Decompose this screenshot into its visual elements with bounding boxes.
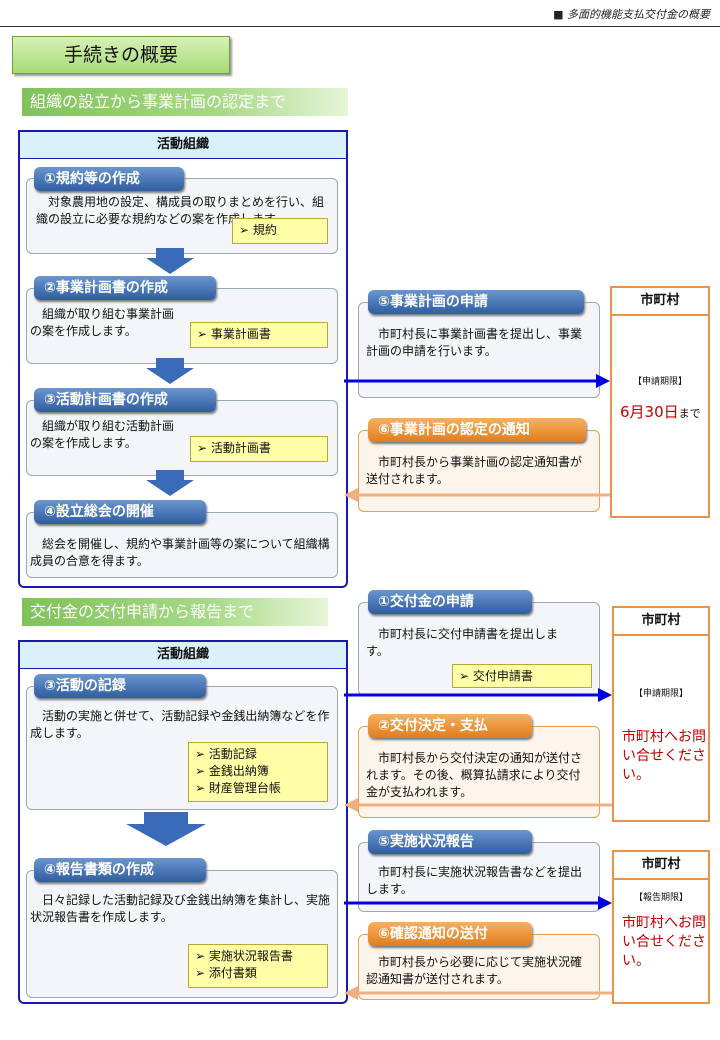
step-label: ④設立総会の開催 xyxy=(34,500,206,524)
page-title: 手続きの概要 xyxy=(12,36,230,74)
step-text: 日々記録した活動記録及び金銭出納簿を集計し、実施状況報告書を作成します。 xyxy=(30,893,331,924)
municipal-step-text: 市町村長に事業計画書を提出し、事業計画の申請を行います。 xyxy=(366,327,583,358)
municipal-step-label: ⑥確認通知の送付 xyxy=(368,922,532,946)
document-item: 財産管理台帳 xyxy=(195,780,321,797)
document-list: 規約 xyxy=(232,218,328,244)
arrow-right-icon xyxy=(344,374,610,388)
document-item: 事業計画書 xyxy=(197,326,321,343)
municipal-step-label: ⑤実施状況報告 xyxy=(368,830,532,854)
section1-org-title: 活動組織 xyxy=(20,132,346,159)
arrow-right-icon xyxy=(344,688,612,702)
section2-org-frame: 活動組織 xyxy=(18,640,348,1004)
deadline-label: 【申請期限】 xyxy=(633,689,688,699)
section1-org-frame: 活動組織 xyxy=(18,130,348,588)
down-arrow-icon xyxy=(146,470,194,496)
section1-banner: 組織の設立から事業計画の認定まで xyxy=(22,88,348,116)
municipality-box: 【申請期限】 6月30日まで xyxy=(610,316,710,518)
step-text: 活動の実施と併せて、活動記録や金銭出納簿などを作成します。 xyxy=(30,709,330,740)
document-item: 活動計画書 xyxy=(197,440,321,457)
municipality-title: 市町村 xyxy=(610,286,710,316)
step-label: ③活動計画書の作成 xyxy=(34,388,216,412)
contact-note: 市町村へお問い合せください。 xyxy=(622,729,706,783)
document-item: 添付書類 xyxy=(195,965,321,982)
document-title: ■ 多面的機能支払交付金の概要 xyxy=(553,8,710,21)
deadline-suffix: まで xyxy=(678,407,701,420)
step-text: 組織が取り組む活動計画の案を作成します。 xyxy=(30,419,175,450)
deadline-value: 6月30日まで xyxy=(620,402,701,422)
step-text: 総会を開催し、規約や事業計画等の案について組織構成員の合意を得ます。 xyxy=(30,537,330,568)
document-list: 活動計画書 xyxy=(190,436,328,462)
municipality-title: 市町村 xyxy=(612,606,710,636)
arrow-left-icon xyxy=(344,488,610,502)
section2-banner: 交付金の交付申請から報告まで xyxy=(22,598,328,626)
document-item: 金銭出納簿 xyxy=(195,763,321,780)
deadline-label: 【申請期限】 xyxy=(632,377,687,387)
arrow-left-icon xyxy=(344,986,612,1000)
down-arrow-icon xyxy=(126,812,206,846)
arrow-right-icon xyxy=(344,896,612,910)
step-text: 組織が取り組む事業計画の案を作成します。 xyxy=(30,307,175,338)
municipal-step-text: 市町村長から必要に応じて実施状況確認通知書が送付されます。 xyxy=(366,955,583,986)
municipal-step-card xyxy=(358,430,600,512)
document-item: 活動記録 xyxy=(195,746,321,763)
down-arrow-icon xyxy=(146,248,194,274)
deadline-label: 【報告期限】 xyxy=(633,893,688,903)
arrow-left-icon xyxy=(344,798,612,812)
step-label: ②事業計画書の作成 xyxy=(34,276,216,300)
down-arrow-icon xyxy=(146,358,194,384)
municipal-step-text: 市町村長から交付決定の通知が送付されます。その後、概算払請求により交付金が支払わ… xyxy=(366,751,583,799)
step-label: ④報告書類の作成 xyxy=(34,858,206,882)
municipal-step-label: ②交付決定・支払 xyxy=(368,714,532,738)
step-label: ①規約等の作成 xyxy=(34,167,184,191)
municipal-step-text: 市町村長に実施状況報告書などを提出します。 xyxy=(366,865,583,896)
document-item: 実施状況報告書 xyxy=(195,948,321,965)
municipality-box: 【申請期限】 市町村へお問い合せください。 xyxy=(612,636,710,822)
document-list: 実施状況報告書 添付書類 xyxy=(188,944,328,988)
header-divider xyxy=(0,26,720,27)
document-item: 交付申請書 xyxy=(459,668,585,685)
deadline-date: 6月30日 xyxy=(620,403,679,421)
document-item: 規約 xyxy=(239,222,321,239)
municipality-box: 【報告期限】 市町村へお問い合せください。 xyxy=(612,880,710,1004)
municipal-step-text: 市町村長から事業計画の認定通知書が送付されます。 xyxy=(366,455,583,486)
municipal-step-label: ⑥事業計画の認定の通知 xyxy=(368,418,586,442)
step-text: 対象農用地の設定、構成員の取りまとめを行い、組織の設立に必要な規約などの案を作成… xyxy=(36,195,325,226)
contact-note: 市町村へお問い合せください。 xyxy=(622,915,706,969)
municipal-step-text: 市町村長に交付申請書を提出します。 xyxy=(366,627,559,658)
document-list: 交付申請書 xyxy=(452,664,592,688)
section2-org-title: 活動組織 xyxy=(20,642,346,669)
municipality-title: 市町村 xyxy=(612,850,710,880)
document-list: 活動記録 金銭出納簿 財産管理台帳 xyxy=(188,742,328,802)
municipal-step-label: ①交付金の申請 xyxy=(368,590,532,614)
step-label: ③活動の記録 xyxy=(34,674,206,698)
municipal-step-label: ⑤事業計画の申請 xyxy=(368,290,584,314)
document-list: 事業計画書 xyxy=(190,322,328,348)
